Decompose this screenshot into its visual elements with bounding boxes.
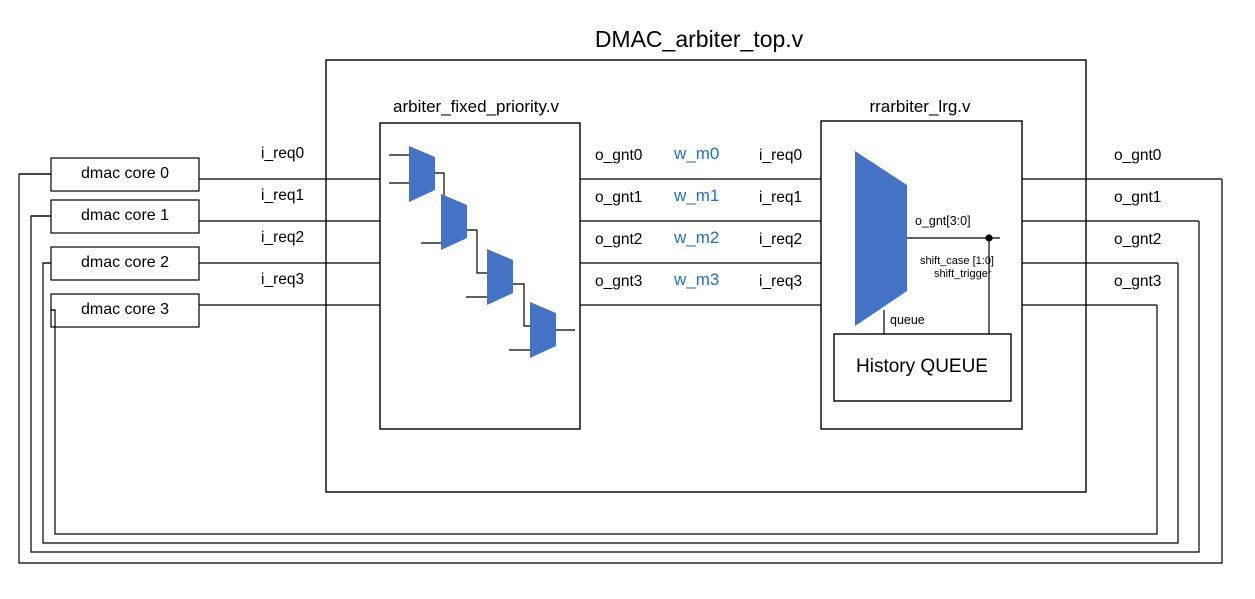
signal-label-fp-o-gnt1: o_gnt1 bbox=[595, 189, 643, 206]
signal-label-rr-i-req1: i_req1 bbox=[759, 189, 803, 206]
signal-label-top-o-gnt0: o_gnt0 bbox=[1114, 147, 1162, 164]
fp-mux-0 bbox=[409, 146, 435, 202]
signal-label-core-i-req3: i_req3 bbox=[261, 271, 305, 288]
feedback-loop-1 bbox=[30, 215, 1200, 553]
signal-label-w-m2: w_m2 bbox=[674, 228, 720, 247]
fp-mux-2 bbox=[487, 249, 513, 305]
dmac-core-1-label: dmac core 1 bbox=[80, 207, 170, 224]
dmac-core-0-box bbox=[50, 157, 200, 192]
dmac-core-3-label: dmac core 3 bbox=[80, 301, 170, 318]
signal-label-top-o-gnt2: o_gnt2 bbox=[1114, 231, 1162, 248]
signal-label-fp-o-gnt3: o_gnt3 bbox=[595, 273, 643, 290]
fp-mux-3 bbox=[530, 302, 556, 358]
history-queue-label: History QUEUE bbox=[856, 356, 988, 377]
signal-label-gnt-bus: o_gnt[3:0] bbox=[915, 214, 971, 228]
dmac-core-2-label: dmac core 2 bbox=[80, 254, 170, 271]
fp-mux-1 bbox=[441, 194, 467, 250]
signal-label-w-m1: w_m1 bbox=[674, 186, 720, 205]
fp-mux-1-to-mux-2 bbox=[467, 229, 489, 274]
signal-label-rr-i-req0: i_req0 bbox=[759, 147, 803, 164]
signal-label-top-o-gnt3: o_gnt3 bbox=[1114, 273, 1162, 290]
rrarbiter-lrg-boundary bbox=[820, 120, 1023, 430]
signal-label-fp-o-gnt2: o_gnt2 bbox=[595, 231, 643, 248]
signal-label-fp-o-gnt0: o_gnt0 bbox=[595, 147, 643, 164]
page-title: DMAC_arbiter_top.v bbox=[594, 26, 804, 52]
module-label-fixed-priority: arbiter_fixed_priority.v bbox=[393, 97, 559, 116]
dmac-arbiter-top-boundary bbox=[325, 59, 1087, 493]
signal-label-core-i-req2: i_req2 bbox=[261, 229, 305, 246]
signal-label-core-i-req1: i_req1 bbox=[261, 187, 305, 204]
signal-label-rr-i-req2: i_req2 bbox=[759, 231, 803, 248]
fp-mux-2-to-mux-3 bbox=[513, 283, 535, 327]
rr-mux bbox=[855, 151, 907, 326]
signal-label-top-o-gnt1: o_gnt1 bbox=[1114, 189, 1162, 206]
arbiter-fixed-priority-boundary bbox=[379, 122, 581, 430]
signal-label-core-i-req0: i_req0 bbox=[261, 145, 305, 162]
signal-label-w-m3: w_m3 bbox=[674, 270, 720, 289]
signal-label-queue: queue bbox=[890, 313, 925, 327]
module-label-rrarbiter: rrarbiter_lrg.v bbox=[869, 97, 971, 116]
signal-label-rr-i-req3: i_req3 bbox=[759, 273, 803, 290]
signal-label-shift-case: shift_case [1:0] bbox=[920, 255, 994, 267]
history-queue-box bbox=[833, 333, 1012, 402]
signal-label-w-m0: w_m0 bbox=[674, 144, 720, 163]
signal-label-shift-trigger: shift_trigger bbox=[934, 268, 992, 280]
dmac-core-0-label: dmac core 0 bbox=[80, 165, 170, 182]
dmac-core-1-box bbox=[50, 199, 200, 234]
